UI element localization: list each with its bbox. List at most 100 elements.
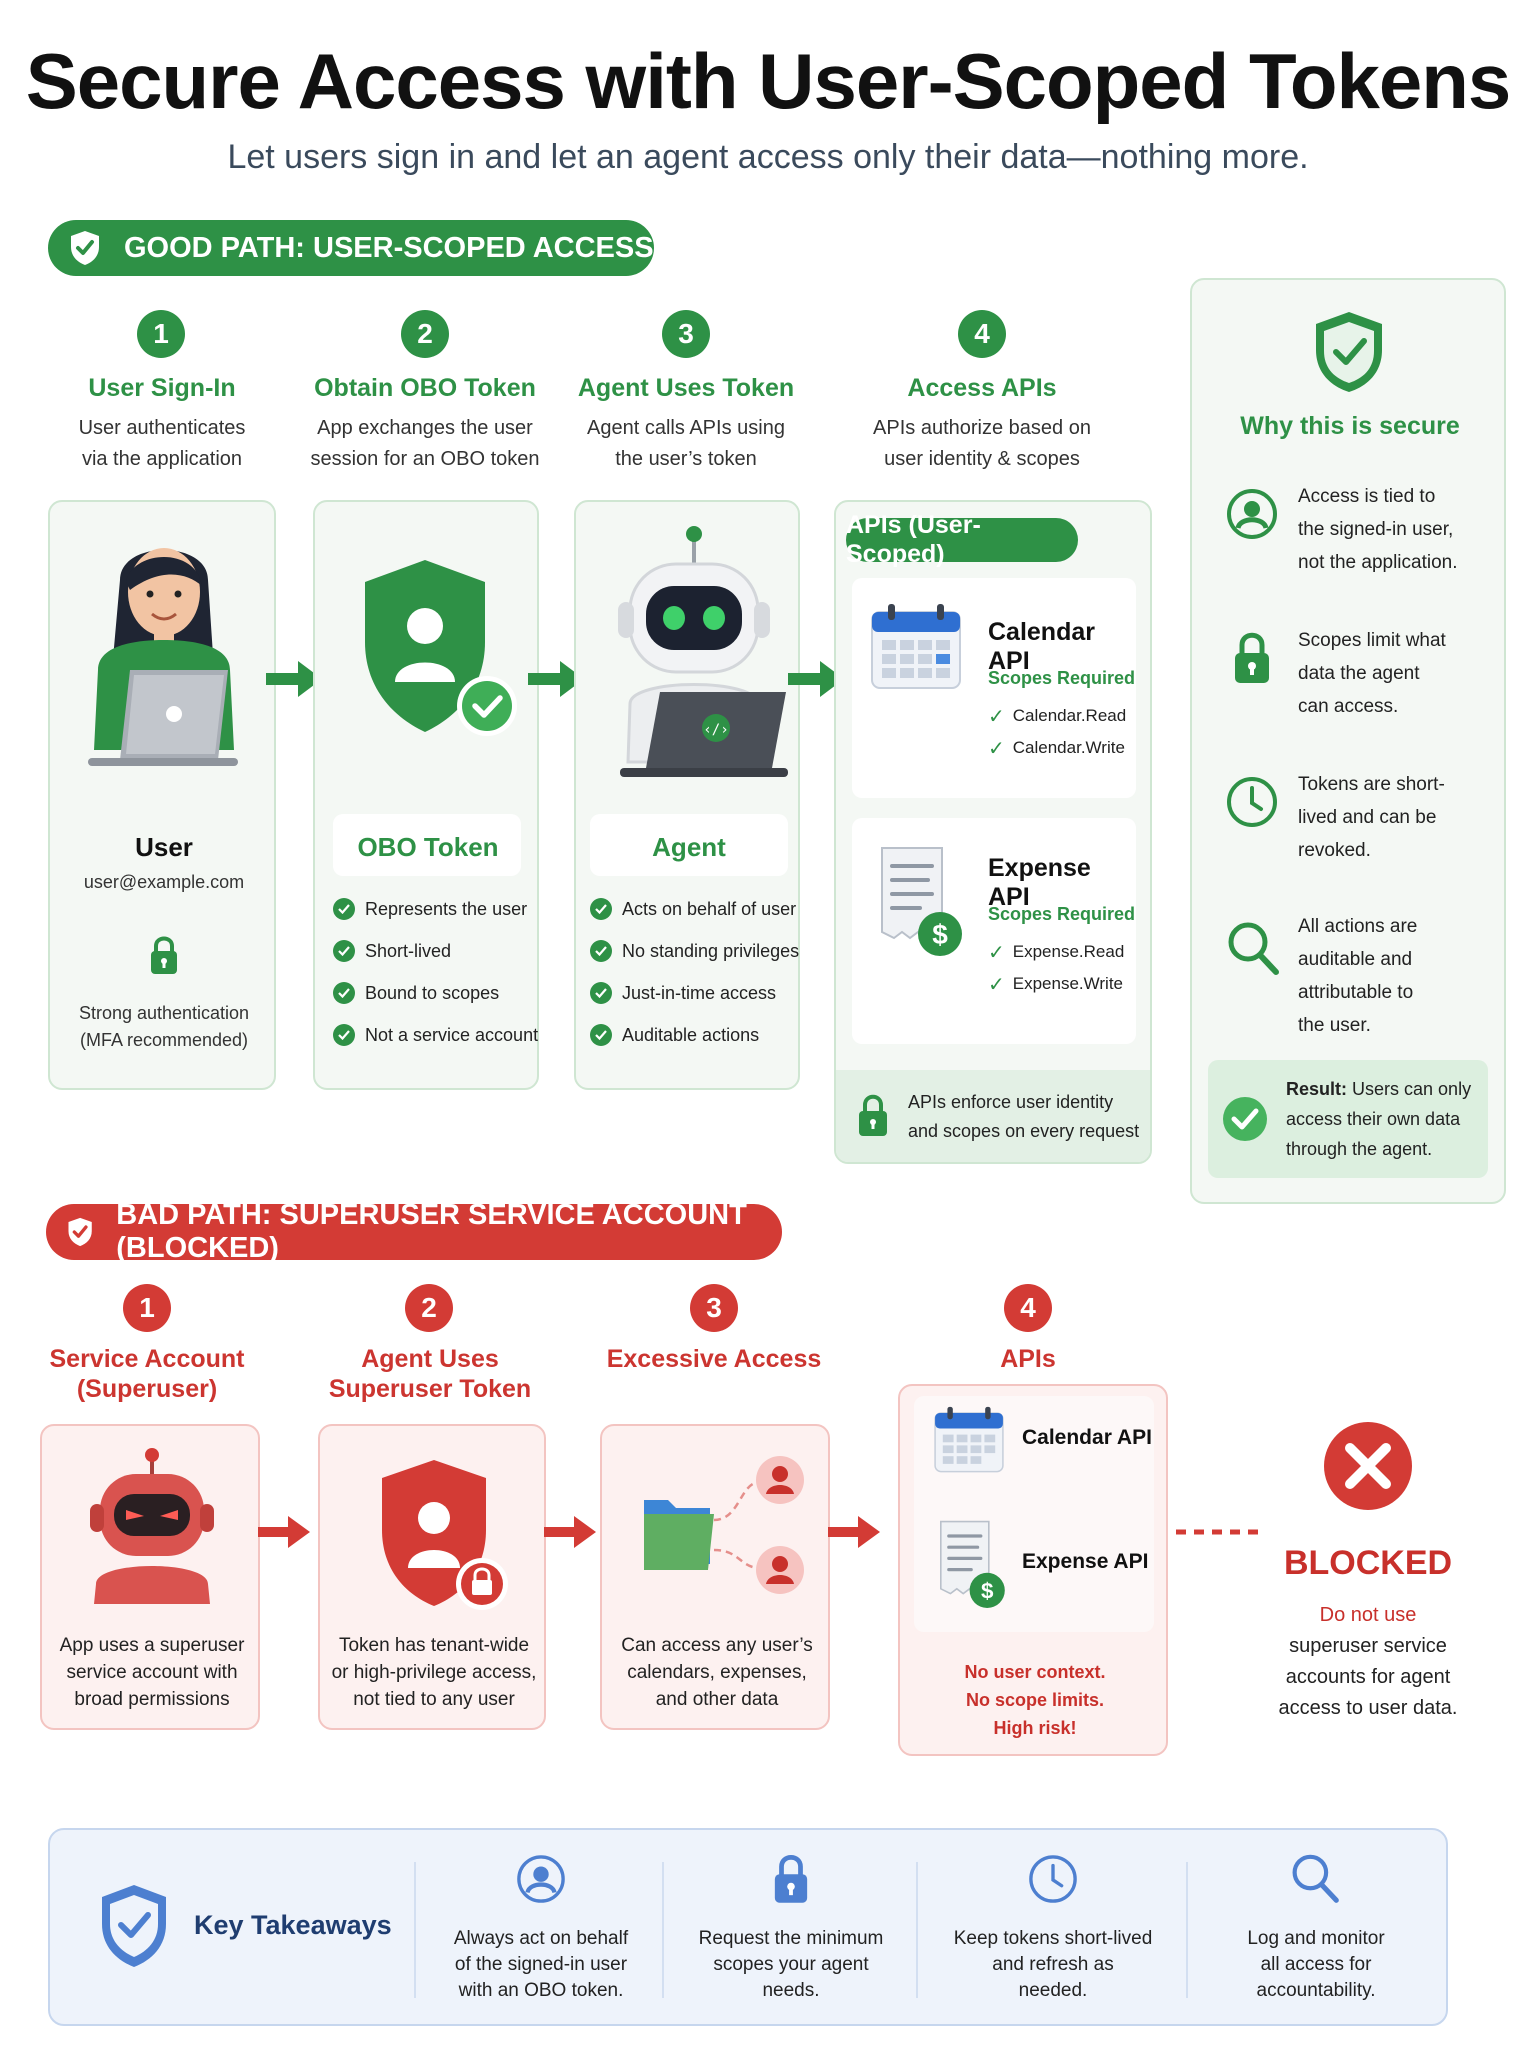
- check-circle-icon: [590, 898, 612, 920]
- list-item: ✓Calendar.Write: [988, 737, 1125, 760]
- svg-text:$: $: [981, 1578, 994, 1603]
- expense-api-name: Expense API: [988, 854, 1091, 911]
- check-icon: ✓: [988, 737, 1005, 760]
- good-step-2-title: Obtain OBO Token: [314, 374, 536, 402]
- arrow-right-icon: [528, 661, 584, 697]
- user-circle-icon: [517, 1855, 565, 1903]
- arrow-right-icon: [258, 1516, 310, 1548]
- calendar-scopes-label: Scopes Required: [988, 668, 1136, 688]
- bad-step-4-number: 4: [1004, 1284, 1052, 1332]
- list-item: Bound to scopes: [333, 972, 543, 1014]
- expense-api-panel: $ Expense API Scopes Required ✓Expense.R…: [852, 818, 1136, 1044]
- result-text: Result: Users can only access their own …: [1286, 1079, 1472, 1159]
- robot-icon: ‹/›: [618, 526, 788, 777]
- good-step-4-number: 4: [958, 310, 1006, 358]
- arrow-right-icon: [544, 1516, 596, 1548]
- shield-check-icon: [71, 231, 99, 265]
- list-item: No standing privileges: [590, 930, 802, 972]
- check-circle-icon: [590, 1024, 612, 1046]
- good-step-3-number: 3: [662, 310, 710, 358]
- folder-access-icon: [644, 1456, 804, 1594]
- arrow-right-icon: [266, 661, 322, 697]
- check-circle-icon: [333, 940, 355, 962]
- blocked-x-icon: [1324, 1422, 1412, 1510]
- list-item: Represents the user: [333, 888, 543, 930]
- check-circle-icon: [333, 898, 355, 920]
- good-path-banner: GOOD PATH: USER-SCOPED ACCESS: [48, 220, 654, 276]
- user-card: User user@example.com Strong authenticat…: [48, 500, 276, 1090]
- user-card-auth: Strong authentication(MFA recommended): [78, 1003, 250, 1050]
- svg-text:$: $: [932, 919, 948, 950]
- apis-tag: APIs (User-Scoped): [846, 511, 1078, 568]
- agent-card: ‹/› Agent Acts on behalf of user No stan…: [574, 500, 800, 1090]
- user-illustration-icon: [88, 548, 238, 766]
- check-circle-icon: [590, 982, 612, 1004]
- calendar-api-name: Calendar API: [988, 618, 1095, 675]
- calendar-scopes: ✓Calendar.Read ✓Calendar.Write: [988, 700, 1126, 764]
- robot-icon: [90, 1448, 214, 1604]
- arrow-right-icon: [828, 1516, 880, 1548]
- obo-feature-list: Represents the user Short-lived Bound to…: [333, 888, 543, 1056]
- list-item: ✓Calendar.Read: [988, 705, 1127, 728]
- calendar-icon: [934, 1406, 1004, 1473]
- clock-icon: [1227, 777, 1277, 827]
- user-card-email: user@example.com: [83, 872, 245, 892]
- list-item: Auditable actions: [590, 1014, 802, 1056]
- page-subtitle: Let users sign in and let an agent acces…: [227, 138, 1309, 176]
- apis-user-scoped-card: APIs (User-Scoped) Calendar API Scopes R…: [834, 500, 1152, 1164]
- bad-step-3-title: Excessive Access: [606, 1345, 822, 1373]
- result-box: Result: Users can only access their own …: [1208, 1060, 1488, 1178]
- expense-scopes: ✓Expense.Read ✓Expense.Write: [988, 936, 1124, 1000]
- bad-step-3-number: 3: [690, 1284, 738, 1332]
- list-item: Just-in-time access: [590, 972, 802, 1014]
- agent-card-title: Agent: [652, 832, 726, 862]
- check-circle-icon: [1223, 1097, 1267, 1141]
- obo-token-card: OBO Token Represents the user Short-live…: [313, 500, 539, 1090]
- calendar-icon: [871, 604, 961, 689]
- check-icon: ✓: [988, 941, 1005, 964]
- good-step-3-title: Agent Uses Token: [577, 374, 795, 402]
- obo-card-title: OBO Token: [357, 832, 499, 862]
- svg-text:‹/›: ‹/›: [703, 722, 728, 738]
- check-circle-icon: [333, 1024, 355, 1046]
- shield-check-icon: [1316, 312, 1382, 392]
- good-path-banner-text: GOOD PATH: USER-SCOPED ACCESS: [124, 231, 654, 264]
- check-circle-icon: [333, 982, 355, 1004]
- bad-step-4-title: APIs: [1000, 1345, 1056, 1373]
- list-item: Not a service account: [333, 1014, 543, 1056]
- arrow-right-icon: [788, 661, 844, 697]
- good-step-1-title: User Sign-In: [88, 374, 236, 402]
- bad-apis-card: Calendar API $ Expense API No user conte…: [898, 1384, 1168, 1756]
- dotted-connector: [1176, 1529, 1260, 1535]
- list-item: ✓Expense.Write: [988, 973, 1123, 996]
- shield-user-icon: [382, 1460, 508, 1610]
- receipt-dollar-icon: $: [940, 1520, 1005, 1608]
- check-icon: ✓: [988, 705, 1005, 728]
- search-icon: [1228, 922, 1279, 975]
- good-step-4-title: Access APIs: [907, 374, 1057, 402]
- list-item: ✓Expense.Read: [988, 941, 1125, 964]
- check-circle-icon: [590, 940, 612, 962]
- lock-icon: [151, 936, 177, 974]
- why-secure-title: Why this is secure: [1240, 412, 1460, 440]
- calendar-api-panel: Calendar API Scopes Required ✓Calendar.R…: [852, 578, 1136, 798]
- clock-icon: [1029, 1855, 1077, 1903]
